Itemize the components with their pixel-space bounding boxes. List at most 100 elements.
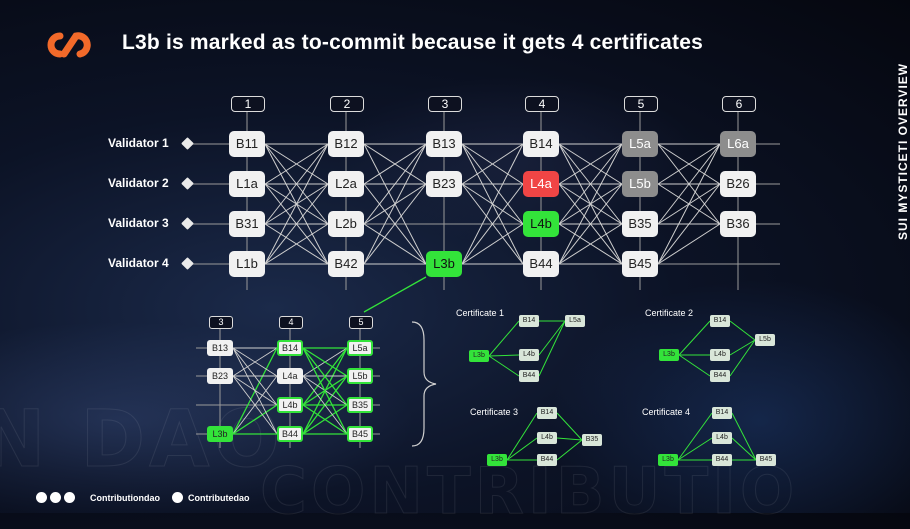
block-l2a: L2a: [328, 171, 364, 197]
inset-block-b23: B23: [207, 368, 233, 384]
certificate-edge: [729, 320, 756, 341]
footer-github-icon[interactable]: [50, 492, 61, 503]
certificate-edge: [506, 437, 538, 461]
block-b23: B23: [426, 171, 462, 197]
footer-facebook-icon[interactable]: [64, 492, 75, 503]
inset-block-b44: B44: [277, 426, 303, 442]
certificate-edge: [556, 439, 583, 461]
dag-edge: [264, 143, 329, 185]
certificate-1-leaf: L5a: [565, 315, 585, 327]
inset-edge: [232, 347, 278, 377]
block-b42: B42: [328, 251, 364, 277]
certificate-1-mid-b44: B44: [519, 370, 539, 382]
certificate-title-4: Certificate 4: [642, 407, 691, 417]
block-b44: B44: [523, 251, 559, 277]
certificate-edge: [677, 437, 713, 461]
certificate-3-root: L3b: [487, 454, 507, 466]
certificate-3-mid-b14: B14: [537, 407, 557, 419]
dag-edge: [363, 183, 427, 265]
inset-round-4: 4: [279, 316, 303, 329]
inset-round-3: 3: [209, 316, 233, 329]
certificate-4-root: L3b: [658, 454, 678, 466]
dag-edge: [264, 183, 329, 265]
certificate-2-mid-b14: B14: [710, 315, 730, 327]
block-l4a: L4a: [523, 171, 559, 197]
block-b36: B36: [720, 211, 756, 237]
round-header-6: 6: [722, 96, 756, 112]
inset-round-5: 5: [349, 316, 373, 329]
certificate-edge: [538, 320, 566, 377]
inset-edge: [302, 375, 348, 435]
certificate-edge: [729, 339, 756, 356]
block-b11: B11: [229, 131, 265, 157]
dag-edge: [558, 183, 623, 265]
footer-discord-icon[interactable]: [36, 492, 47, 503]
certificate-title-3: Certificate 3: [470, 407, 519, 417]
block-b31: B31: [229, 211, 265, 237]
certificate-4-mid-b44: B44: [712, 454, 732, 466]
certificate-2-mid-l4b: L4b: [710, 349, 730, 361]
inset-block-l4a: L4a: [277, 368, 303, 384]
dag-edge: [461, 143, 524, 185]
block-l5b: L5b: [622, 171, 658, 197]
certificate-title-2: Certificate 2: [645, 308, 694, 318]
dag-edge: [657, 183, 721, 225]
dag-edge: [461, 223, 524, 265]
inset-block-b13: B13: [207, 340, 233, 356]
footer-handle-1[interactable]: Contributiondao: [90, 493, 160, 503]
certificate-edge: [506, 412, 538, 461]
block-l6a: L6a: [720, 131, 756, 157]
certificate-3-mid-b44: B44: [537, 454, 557, 466]
inset-block-l3b: L3b: [207, 426, 233, 442]
highlight-arrow: [363, 276, 427, 313]
dag-edge: [264, 143, 329, 265]
certificate-title-1: Certificate 1: [456, 308, 505, 318]
dag-edge: [558, 143, 623, 225]
certificate-edge: [488, 354, 520, 357]
footer-handle-2[interactable]: Contributedao: [188, 493, 250, 503]
round-header-3: 3: [428, 96, 462, 112]
footer-twitter-icon[interactable]: [172, 492, 183, 503]
dag-edge: [558, 223, 623, 265]
validator-label-3: Validator 3: [108, 216, 169, 230]
block-b14: B14: [523, 131, 559, 157]
certificate-3-mid-l4b: L4b: [537, 432, 557, 444]
inset-edge: [232, 404, 278, 435]
inset-block-l5b: L5b: [347, 368, 373, 384]
certificate-4-mid-l4b: L4b: [712, 432, 732, 444]
certificate-edge: [731, 437, 757, 461]
dag-edge: [461, 143, 524, 225]
inset-edge: [232, 347, 278, 435]
block-l1a: L1a: [229, 171, 265, 197]
block-l3b: L3b: [426, 251, 462, 277]
certificate-3-leaf: B35: [582, 434, 602, 446]
certificate-edge: [488, 355, 520, 377]
dag-edge: [558, 143, 623, 185]
certificate-4-leaf: B45: [756, 454, 776, 466]
certificate-1-root: L3b: [469, 350, 489, 362]
block-l5a: L5a: [622, 131, 658, 157]
inset-block-l4b: L4b: [277, 397, 303, 413]
certificate-edge: [538, 320, 566, 356]
certificate-1-mid-b14: B14: [519, 315, 539, 327]
inset-block-b14: B14: [277, 340, 303, 356]
certificate-1-mid-l4b: L4b: [519, 349, 539, 361]
dag-edge: [461, 183, 524, 265]
certificate-edge: [678, 354, 711, 377]
inset-edge: [232, 347, 278, 406]
block-b35: B35: [622, 211, 658, 237]
inset-block-b35: B35: [347, 397, 373, 413]
block-b12: B12: [328, 131, 364, 157]
block-l4b: L4b: [523, 211, 559, 237]
dag-edge: [363, 223, 427, 265]
dag-edge: [657, 143, 721, 225]
inset-block-l5a: L5a: [347, 340, 373, 356]
certificate-edge: [731, 412, 757, 461]
certificate-edge: [556, 412, 583, 441]
block-b45: B45: [622, 251, 658, 277]
inset-edge: [302, 404, 348, 435]
certificate-edge: [729, 339, 756, 377]
certificate-edge: [556, 437, 583, 441]
dag-edge: [657, 223, 721, 265]
block-b26: B26: [720, 171, 756, 197]
